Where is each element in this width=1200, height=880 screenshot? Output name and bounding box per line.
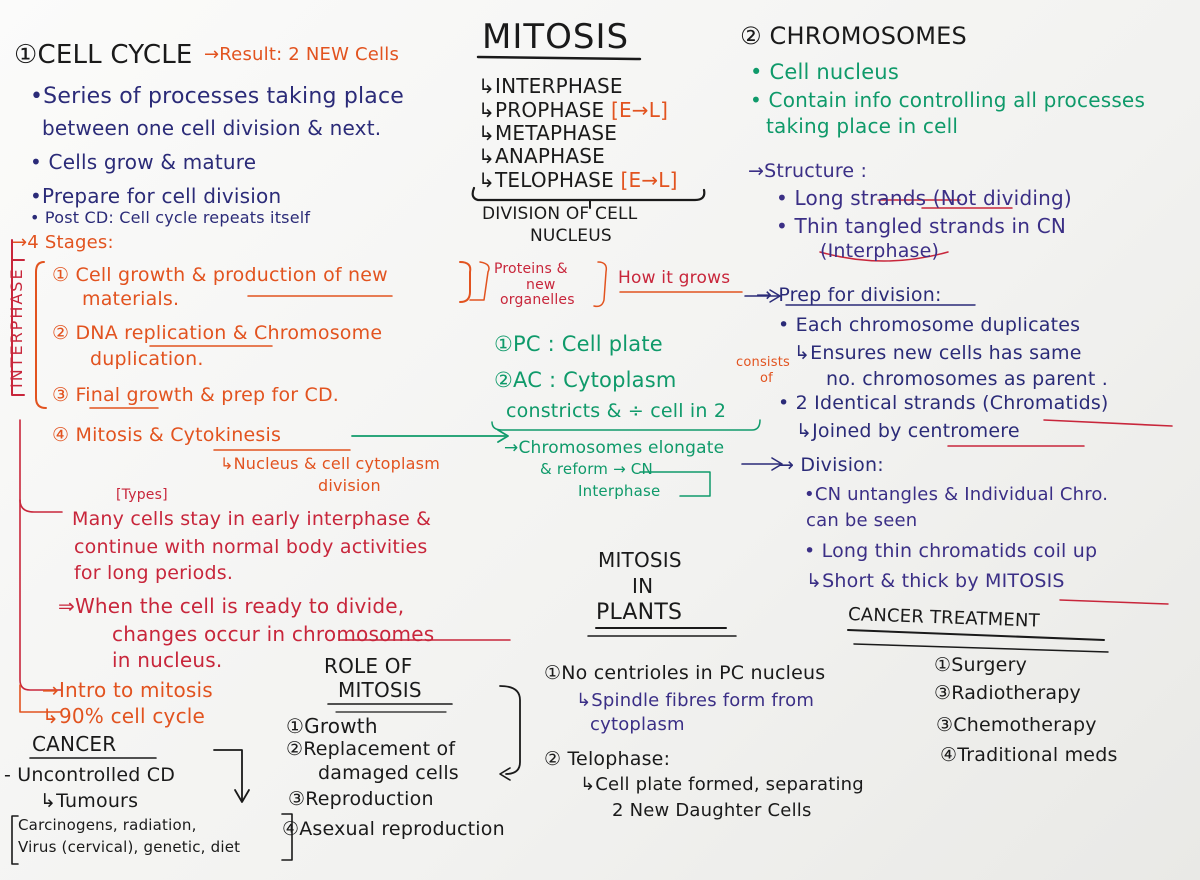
phase-metaphase: ↳METAPHASE	[478, 121, 618, 145]
ninety-percent: ↳90% cell cycle	[42, 704, 206, 728]
phase-interphase: ↳INTERPHASE	[478, 74, 623, 98]
joined-by-centromere: ↳Joined by centromere	[796, 420, 1020, 442]
intro-to-mitosis: →Intro to mitosis	[42, 678, 213, 702]
phase-prophase: ↳PROPHASE [E→L]	[478, 98, 669, 122]
structure-long-strands: • Long strands (Not dividing)	[776, 186, 1072, 210]
cell-cycle-line-3: • Cells grow & mature	[30, 150, 257, 174]
cytokinesis-pc: ①PC : Cell plate	[494, 332, 663, 356]
stage-2-line-1: ② DNA replication & Chromosome	[52, 322, 383, 344]
proteins-note-2: new	[526, 277, 556, 293]
chromosomes-nucleus: • Cell nucleus	[750, 60, 899, 84]
prep-ensures-1: ↳Ensures new cells has same	[794, 342, 1082, 364]
role-replacement-1: ②Replacement of	[286, 738, 456, 760]
chromosomes-elongate-1: →Chromosomes elongate	[504, 438, 725, 458]
phase-telophase: ↳TELOPHASE [E→L]	[478, 168, 678, 192]
cancer-heading: CANCER	[32, 732, 117, 756]
prep-ensures-2: no. chromosomes as parent .	[826, 368, 1109, 390]
role-growth: ①Growth	[286, 714, 378, 738]
phase-telophase-label: TELOPHASE	[494, 168, 614, 192]
phase-metaphase-label: METAPHASE	[494, 121, 618, 145]
ready-line-2: changes occur in chromosomes	[112, 622, 435, 646]
chromosomes-contain-2: taking place in cell	[766, 114, 959, 138]
cytokinesis-ac: ②AC : Cytoplasm	[494, 368, 677, 392]
division-short: ↳Short & thick by MITOSIS	[806, 570, 1065, 592]
chromosomes-contain-1: • Contain info controlling all processes	[750, 88, 1146, 112]
stage-4: ④ Mitosis & Cytokinesis	[52, 424, 282, 446]
plants-item-1-sub-1: ↳Spindle fibres form from	[576, 690, 815, 711]
stage-1-line-2: materials.	[82, 288, 180, 310]
treatment-1: ①Surgery	[934, 654, 1028, 676]
plants-item-2-sub-1: ↳Cell plate formed, separating	[580, 774, 864, 795]
stage-4-sub-1: ↳Nucleus & cell cytoplasm	[220, 454, 440, 473]
prep-heading: → Prep for division:	[756, 284, 942, 306]
structure-thin-1: • Thin tangled strands in CN	[776, 214, 1067, 238]
plants-item-2-sub-2: 2 New Daughter Cells	[612, 800, 812, 821]
division-coil: • Long thin chromatids coil up	[804, 540, 1098, 562]
division-untangles-1: •CN untangles & Individual Chro.	[804, 484, 1109, 505]
cell-cycle-heading: ①CELL CYCLE	[14, 40, 193, 70]
chromosomes-elongate-3: Interphase	[578, 482, 661, 500]
how-it-grows-note: How it grows	[618, 268, 731, 288]
plants-heading-2: IN	[632, 574, 654, 598]
phase-anaphase-label: ANAPHASE	[494, 144, 606, 168]
cell-cycle-line-2: between one cell division & next.	[42, 116, 382, 140]
cancer-uncontrolled: - Uncontrolled CD	[4, 764, 176, 786]
stage-4-sub-2: division	[318, 476, 381, 495]
many-cells-line-2: continue with normal body activities	[74, 536, 428, 558]
proteins-note-3: organelles	[500, 292, 575, 308]
chromosomes-heading: ② CHROMOSOMES	[740, 22, 967, 50]
phase-prophase-label: PROPHASE	[494, 98, 605, 122]
cell-cycle-line-1: •Series of processes taking place	[30, 84, 405, 109]
role-heading-2: MITOSIS	[338, 678, 422, 702]
stages-label: →4 Stages:	[12, 232, 114, 253]
ready-line-3: in nucleus.	[112, 648, 223, 672]
plants-heading-3: PLANTS	[596, 600, 683, 625]
cancer-causes-1: Carcinogens, radiation,	[18, 816, 197, 834]
cancer-causes-2: Virus (cervical), genetic, diet	[18, 838, 241, 856]
structure-thin-2: (Interphase)	[820, 240, 940, 262]
cancer-tumours: ↳Tumours	[40, 790, 139, 812]
phase-caption-line2: NUCLEUS	[530, 226, 612, 246]
cytokinesis-constricts: constricts & ÷ cell in 2	[506, 400, 727, 422]
many-cells-line-3: for long periods.	[74, 562, 234, 584]
treatment-heading: CANCER TREATMENT	[847, 604, 1041, 632]
treatment-3: ③Chemotherapy	[936, 714, 1097, 736]
stage-1-line-1: ① Cell growth & production of new	[52, 264, 388, 286]
cell-cycle-result: →Result: 2 NEW Cells	[204, 44, 400, 65]
role-replacement-2: damaged cells	[318, 762, 459, 784]
role-heading-1: ROLE OF	[324, 654, 413, 678]
plants-item-2: ② Telophase:	[544, 748, 671, 770]
plants-item-1: ①No centrioles in PC nucleus	[544, 662, 826, 684]
phase-telophase-tag: [E→L]	[620, 168, 678, 192]
ready-line-1: ⇒When the cell is ready to divide,	[58, 594, 405, 618]
phase-anaphase: ↳ANAPHASE	[478, 144, 606, 168]
consists-note-2: of	[760, 371, 773, 386]
plants-item-1-sub-2: cytoplasm	[590, 714, 685, 735]
stage-2-line-2: duplication.	[90, 348, 204, 370]
cell-cycle-line-5: • Post CD: Cell cycle repeats itself	[30, 208, 311, 227]
types-label: [Types]	[116, 487, 168, 503]
chromosomes-elongate-2: & reform → CN	[540, 460, 653, 478]
phase-prophase-tag: [E→L]	[610, 98, 669, 122]
phase-interphase-label: INTERPHASE	[494, 74, 623, 98]
interphase-vertical-label: INTERPHASE	[7, 267, 26, 388]
treatment-2: ③Radiotherapy	[934, 682, 1081, 704]
role-asexual: ④Asexual reproduction	[282, 818, 505, 840]
identical-strands: • 2 Identical strands (Chromatids)	[778, 392, 1109, 414]
proteins-note-1: Proteins &	[494, 261, 568, 277]
page-title: MITOSIS	[482, 17, 630, 57]
treatment-4: ④Traditional meds	[940, 744, 1118, 766]
prep-each: • Each chromosome duplicates	[778, 314, 1081, 336]
division-untangles-2: can be seen	[806, 510, 918, 531]
role-reproduction: ③Reproduction	[288, 788, 434, 810]
phase-caption-line1: DIVISION OF CELL	[482, 204, 638, 224]
many-cells-line-1: Many cells stay in early interphase &	[72, 508, 432, 530]
stage-3: ③ Final growth & prep for CD.	[52, 384, 340, 406]
division-heading: → Division:	[778, 454, 884, 476]
plants-heading-1: MITOSIS	[598, 548, 682, 572]
structure-heading: →Structure :	[748, 160, 868, 182]
cell-cycle-line-4: •Prepare for cell division	[30, 184, 282, 208]
consists-note-1: consists	[736, 355, 790, 370]
